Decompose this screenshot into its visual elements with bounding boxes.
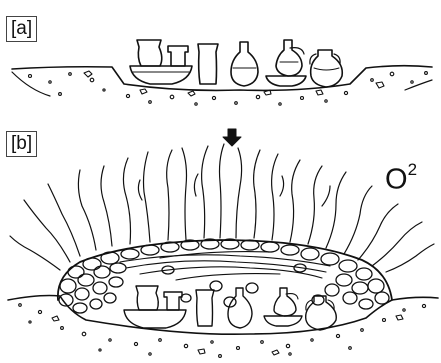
panel-a-pit [12, 40, 432, 105]
stone-cover [59, 239, 389, 313]
down-arrow-icon [223, 129, 241, 146]
straw-layer [120, 252, 330, 280]
buried-bowl [124, 310, 186, 328]
buried-bottle [228, 288, 252, 328]
smoke-wisps [10, 144, 434, 272]
buried-amphora [306, 296, 337, 330]
buried-jar [196, 290, 214, 326]
soil-particles-a [29, 71, 428, 105]
buried-jug [274, 288, 298, 316]
pot-jar [198, 44, 218, 84]
pot-jug [276, 40, 304, 76]
pot-plate [266, 76, 306, 86]
pot-bottle [231, 42, 258, 86]
buried-plate [264, 316, 302, 326]
soil-particles-b [19, 304, 426, 358]
pot-cup [168, 46, 188, 66]
buried-cup [164, 292, 182, 310]
pot-beaker [137, 40, 162, 66]
pot-amphora [310, 50, 342, 87]
pot-bowl [130, 66, 192, 84]
buried-beaker [136, 286, 158, 310]
panel-b-mound [8, 144, 438, 357]
